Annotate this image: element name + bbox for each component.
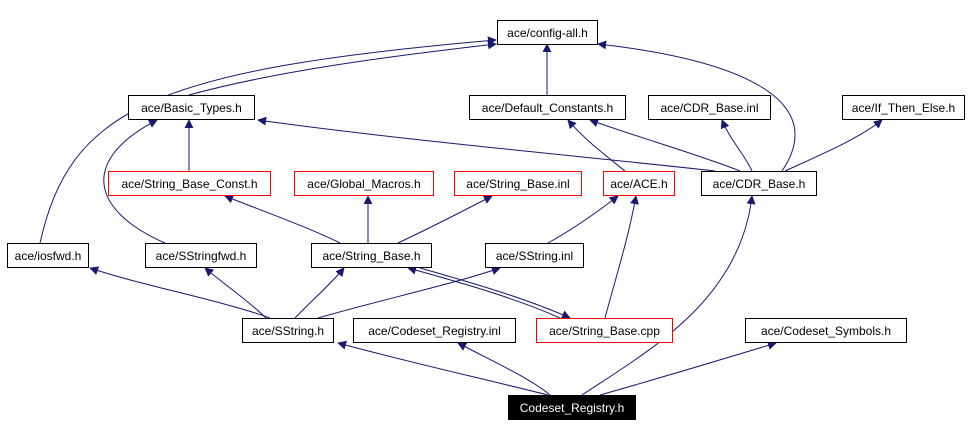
node-codeset-registry-h[interactable]: Codeset_Registry.h: [508, 395, 636, 420]
edge-sstring-to-string-base: [294, 267, 345, 319]
edge-string-base-cpp-to-ace: [604, 195, 639, 319]
node-cdr-base-h[interactable]: ace/CDR_Base.h: [701, 171, 817, 196]
edge-cdr-base-to-if-then-else: [784, 119, 883, 172]
node-cdr-base-inl[interactable]: ace/CDR_Base.inl: [648, 95, 771, 120]
edge-cdr-base-to-cdr-base-inl: [720, 119, 753, 172]
node-string-base-cpp[interactable]: ace/String_Base.cpp: [536, 318, 673, 343]
node-ace-h[interactable]: ace/ACE.h: [603, 171, 675, 196]
node-config-all[interactable]: ace/config-all.h: [497, 20, 598, 45]
edge-sstringfwd-to-basic-types: [103, 119, 166, 244]
node-string-base-const[interactable]: ace/String_Base_Const.h: [108, 171, 271, 196]
node-codeset-symbols[interactable]: ace/Codeset_Symbols.h: [745, 318, 907, 343]
node-string-base-inl[interactable]: ace/String_Base.inl: [454, 171, 582, 196]
edge-basic-types-to-config-all: [188, 40, 497, 96]
edge-sstring-to-sstring-inl: [317, 266, 501, 319]
edge-sstring-to-sstringfwd: [204, 267, 267, 319]
node-codeset-registry-inl[interactable]: ace/Codeset_Registry.inl: [353, 318, 516, 343]
edge-cdr-base-to-basic-types: [257, 116, 716, 172]
node-sstring-h[interactable]: ace/SString.h: [242, 318, 334, 343]
node-sstring-inl[interactable]: ace/SString.inl: [485, 243, 584, 268]
node-default-constants[interactable]: ace/Default_Constants.h: [469, 95, 626, 120]
node-sstringfwd[interactable]: ace/SStringfwd.h: [145, 243, 257, 268]
edge-string-base-cpp-to-string-base: [407, 265, 561, 319]
edge-string-base-to-string-base-cpp: [419, 267, 571, 319]
edge-string-base-to-string-base-const: [224, 194, 341, 244]
node-global-macros[interactable]: ace/Global_Macros.h: [294, 171, 434, 196]
edge-sstring-to-iosfwd: [89, 266, 271, 319]
node-string-base-h[interactable]: ace/String_Base.h: [311, 243, 432, 268]
node-basic-types[interactable]: ace/Basic_Types.h: [128, 95, 255, 120]
edge-cdr-base-to-default-constants: [589, 118, 741, 172]
edge-ace-to-default-constants: [567, 119, 626, 172]
edge-registry-to-cdr-base: [581, 195, 756, 396]
edge-string-base-to-string-base-inl: [397, 195, 493, 244]
edge-registry-to-registry-inl: [457, 342, 551, 396]
edge-registry-to-sstring: [337, 340, 549, 396]
node-iosfwd[interactable]: ace/iosfwd.h: [7, 243, 89, 268]
edge-sstring-inl-to-ace: [547, 195, 619, 244]
node-if-then-else[interactable]: ace/If_Then_Else.h: [842, 95, 965, 120]
edge-registry-to-codeset-symbols: [599, 341, 777, 396]
edge-cdr-base-to-config-all: [597, 40, 796, 172]
